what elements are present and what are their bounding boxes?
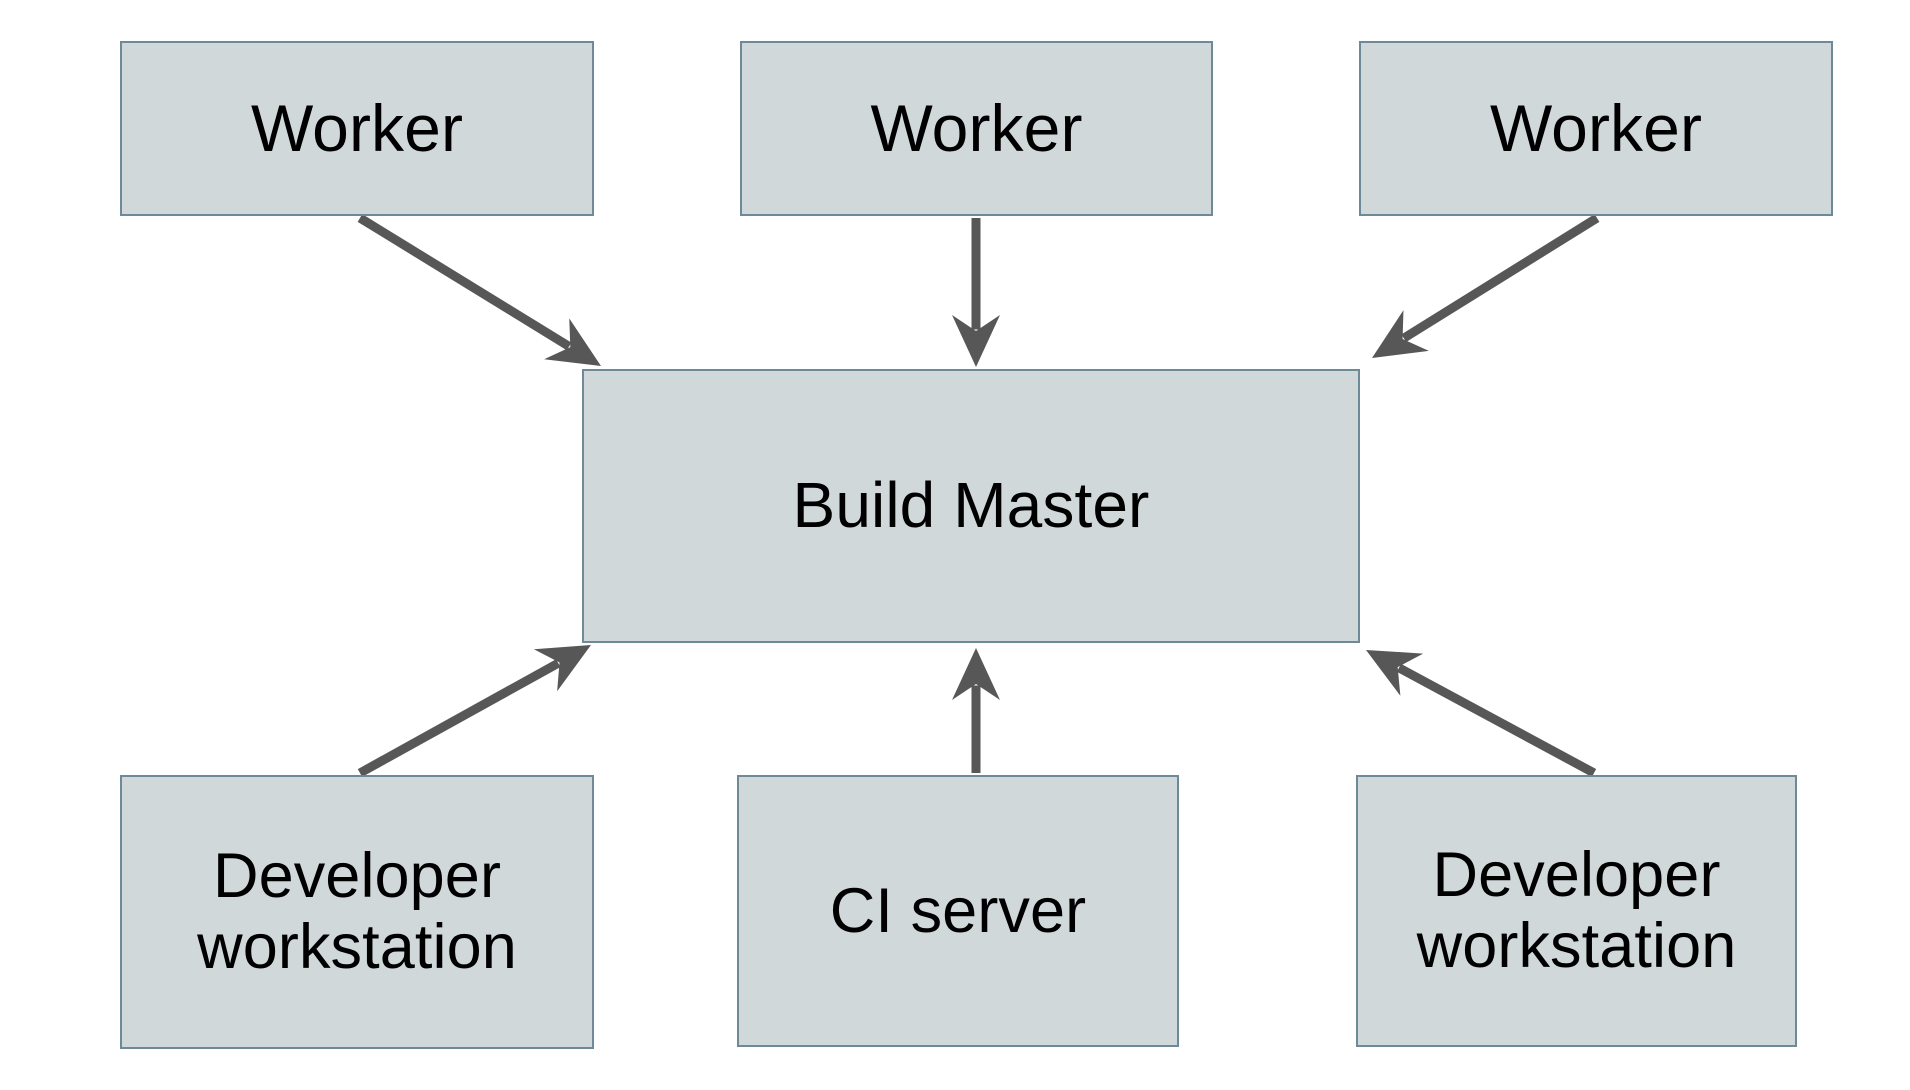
edge-arrowhead bbox=[1366, 650, 1424, 696]
edge-worker-3-to-build-master bbox=[1372, 214, 1600, 358]
node-worker-1[interactable]: Worker bbox=[120, 41, 594, 216]
edge-arrowhead bbox=[1372, 310, 1429, 358]
edge-shaft bbox=[357, 659, 561, 777]
edge-shaft bbox=[1401, 214, 1600, 343]
edge-arrowhead bbox=[952, 648, 1000, 700]
edge-arrowhead bbox=[544, 318, 601, 366]
node-worker-3-label: Worker bbox=[1489, 90, 1703, 165]
node-developer-workstation-right-label: Developer workstation bbox=[1416, 840, 1737, 981]
node-developer-workstation-left-label: Developer workstation bbox=[197, 841, 517, 982]
node-worker-1-label: Worker bbox=[250, 90, 464, 165]
node-developer-workstation-left[interactable]: Developer workstation bbox=[120, 775, 594, 1049]
edge-developer-workstation-right-to-build-master bbox=[1366, 650, 1597, 777]
node-build-master[interactable]: Build Master bbox=[582, 369, 1360, 643]
node-worker-2-label: Worker bbox=[870, 90, 1083, 165]
edge-worker-1-to-build-master bbox=[357, 214, 601, 366]
edge-ci-server-to-build-master bbox=[952, 648, 1000, 773]
node-developer-workstation-right[interactable]: Developer workstation bbox=[1356, 775, 1797, 1047]
edge-shaft bbox=[1396, 663, 1597, 777]
edge-worker-2-to-build-master bbox=[952, 218, 1000, 367]
node-ci-server[interactable]: CI server bbox=[737, 775, 1179, 1047]
edge-developer-workstation-left-to-build-master bbox=[357, 645, 591, 777]
edge-shaft bbox=[357, 214, 572, 351]
edge-arrowhead bbox=[533, 645, 591, 692]
node-worker-2[interactable]: Worker bbox=[740, 41, 1213, 216]
node-build-master-label: Build Master bbox=[792, 469, 1150, 542]
edge-arrowhead bbox=[952, 315, 1000, 367]
node-ci-server-label: CI server bbox=[829, 875, 1087, 946]
node-worker-3[interactable]: Worker bbox=[1359, 41, 1833, 216]
